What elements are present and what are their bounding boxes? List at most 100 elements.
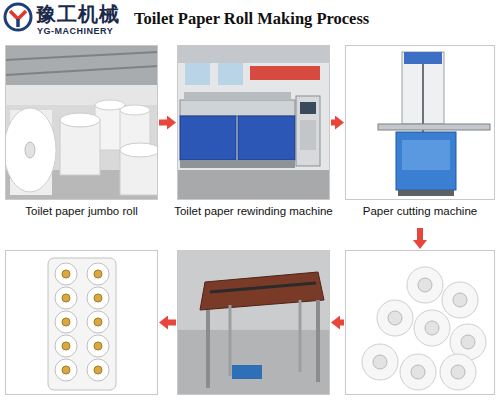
toilet-rolls-photo-part [345, 250, 495, 395]
step-caption: Paper cutting machine [363, 205, 477, 217]
packaged-rolls-photo-part [62, 270, 70, 278]
paper-cutting-machine-photo-part [402, 140, 450, 170]
packing-machine-photo-part [229, 305, 232, 376]
toilet-rolls-photo-part [425, 321, 439, 335]
image-frame [5, 45, 158, 200]
jumbo-roll-photo-part [5, 85, 158, 105]
packing-machine-photo-part [316, 300, 320, 382]
packaged-rolls-photo-part [5, 250, 158, 395]
company-logo [5, 4, 31, 30]
packaged-rolls-photo-part [87, 335, 109, 357]
flow-arrow [417, 228, 423, 240]
packaged-rolls-photo-part [62, 294, 70, 302]
process-step-box [5, 250, 158, 395]
image-frame [345, 250, 495, 395]
rewinding-machine-photo-part [218, 63, 243, 85]
packing-machine-photo-part [177, 330, 330, 395]
packaged-rolls-photo-part [55, 263, 109, 381]
rewinding-machine-photo-part [177, 45, 330, 63]
packaged-rolls-photo-part [94, 294, 102, 302]
rewinding-machine-photo-part [184, 92, 291, 100]
process-step-box: Toilet paper rewinding machine [177, 45, 330, 225]
toilet-rolls-photo-part [453, 293, 467, 307]
toilet-rolls-photo-part [400, 354, 436, 390]
rewinding-machine-photo-part [180, 100, 295, 116]
toilet-rolls-photo-part [373, 278, 475, 379]
diagram-title: Toilet Paper Roll Making Process [134, 9, 369, 29]
packaged-rolls-photo-part [55, 287, 77, 309]
paper-cutting-machine-photo-part [345, 45, 495, 200]
paper-cutting-machine-photo-part [378, 124, 490, 130]
step-caption: Toilet paper rewinding machine [174, 205, 333, 217]
packaged-rolls-photo [5, 250, 158, 395]
image-frame [5, 250, 158, 395]
packaged-rolls-photo-part [62, 270, 102, 374]
packaged-rolls-photo-part [55, 311, 77, 333]
rewinding-machine-photo-part [185, 63, 210, 85]
toilet-rolls-photo-part [388, 311, 402, 325]
flow-arrow [331, 120, 335, 126]
packaged-rolls-photo-part [94, 342, 102, 350]
image-frame [177, 250, 330, 395]
packaged-rolls-photo-part [62, 366, 70, 374]
toilet-rolls-photo [345, 250, 495, 395]
packaged-rolls-photo-part [55, 335, 77, 357]
packing-machine-photo-part [177, 250, 330, 395]
jumbo-roll-photo-part [60, 113, 100, 127]
rewinding-machine-photo-part [180, 116, 236, 160]
rewinding-machine-photo [177, 45, 330, 200]
packaged-rolls-photo-part [62, 318, 70, 326]
flow-arrow [340, 320, 344, 326]
toilet-rolls-photo-part [440, 354, 476, 390]
packing-machine-photo-part [210, 283, 316, 292]
packing-machine-photo-part [200, 272, 324, 310]
paper-cutting-machine-photo-part [404, 52, 442, 64]
brand-subtitle: YG-MACHINERY [37, 26, 113, 36]
packing-machine-photo-part [299, 300, 302, 372]
packaged-rolls-photo-part [94, 270, 102, 278]
step-caption: Toilet paper jumbo roll [25, 205, 138, 217]
image-frame [345, 45, 495, 200]
process-step-box: Toilet paper jumbo roll [5, 45, 158, 225]
toilet-rolls-photo-part [442, 282, 478, 318]
toilet-rolls-photo-part [451, 365, 465, 379]
packaged-rolls-photo-part [48, 258, 116, 390]
packaged-rolls-photo-part [62, 342, 70, 350]
toilet-rolls-photo-part [407, 267, 443, 303]
rewinding-machine-photo-part [296, 96, 320, 166]
jumbo-roll-photo-part [60, 120, 100, 175]
rewinding-machine-photo-part [180, 160, 295, 168]
paper-cutting-machine-photo [345, 45, 495, 200]
process-step-box [345, 250, 495, 395]
toilet-rolls-photo-part [414, 310, 450, 346]
rewinding-machine-photo-part [250, 66, 320, 80]
process-step-box [177, 250, 330, 395]
image-frame [177, 45, 330, 200]
jumbo-roll-photo-part [25, 142, 35, 158]
rewinding-machine-photo-part [238, 116, 295, 160]
packaged-rolls-photo-part [87, 263, 109, 285]
jumbo-roll-photo-part [5, 66, 158, 75]
toilet-rolls-photo-part [411, 365, 425, 379]
rewinding-machine-photo-part [300, 102, 316, 114]
rewinding-machine-photo-part [177, 45, 330, 200]
jumbo-roll-photo-part [5, 52, 158, 60]
jumbo-roll-photo-part [120, 105, 150, 115]
paper-cutting-machine-photo-part [398, 190, 454, 196]
packaged-rolls-photo-part [94, 366, 102, 374]
packaged-rolls-photo-part [87, 287, 109, 309]
toilet-rolls-photo-part [418, 278, 432, 292]
jumbo-roll-photo-part [5, 108, 56, 192]
jumbo-roll-photo-part [5, 45, 158, 85]
jumbo-roll-photo-part [120, 143, 158, 157]
rewinding-machine-photo-part [177, 170, 330, 200]
packing-machine-photo-part [206, 310, 210, 388]
company-logo-part [5, 4, 31, 30]
toilet-rolls-photo-part [373, 355, 387, 369]
toilet-rolls-photo-part [461, 335, 475, 349]
flow-arrow [168, 320, 176, 326]
brand-name: 豫工机械 [36, 1, 120, 28]
